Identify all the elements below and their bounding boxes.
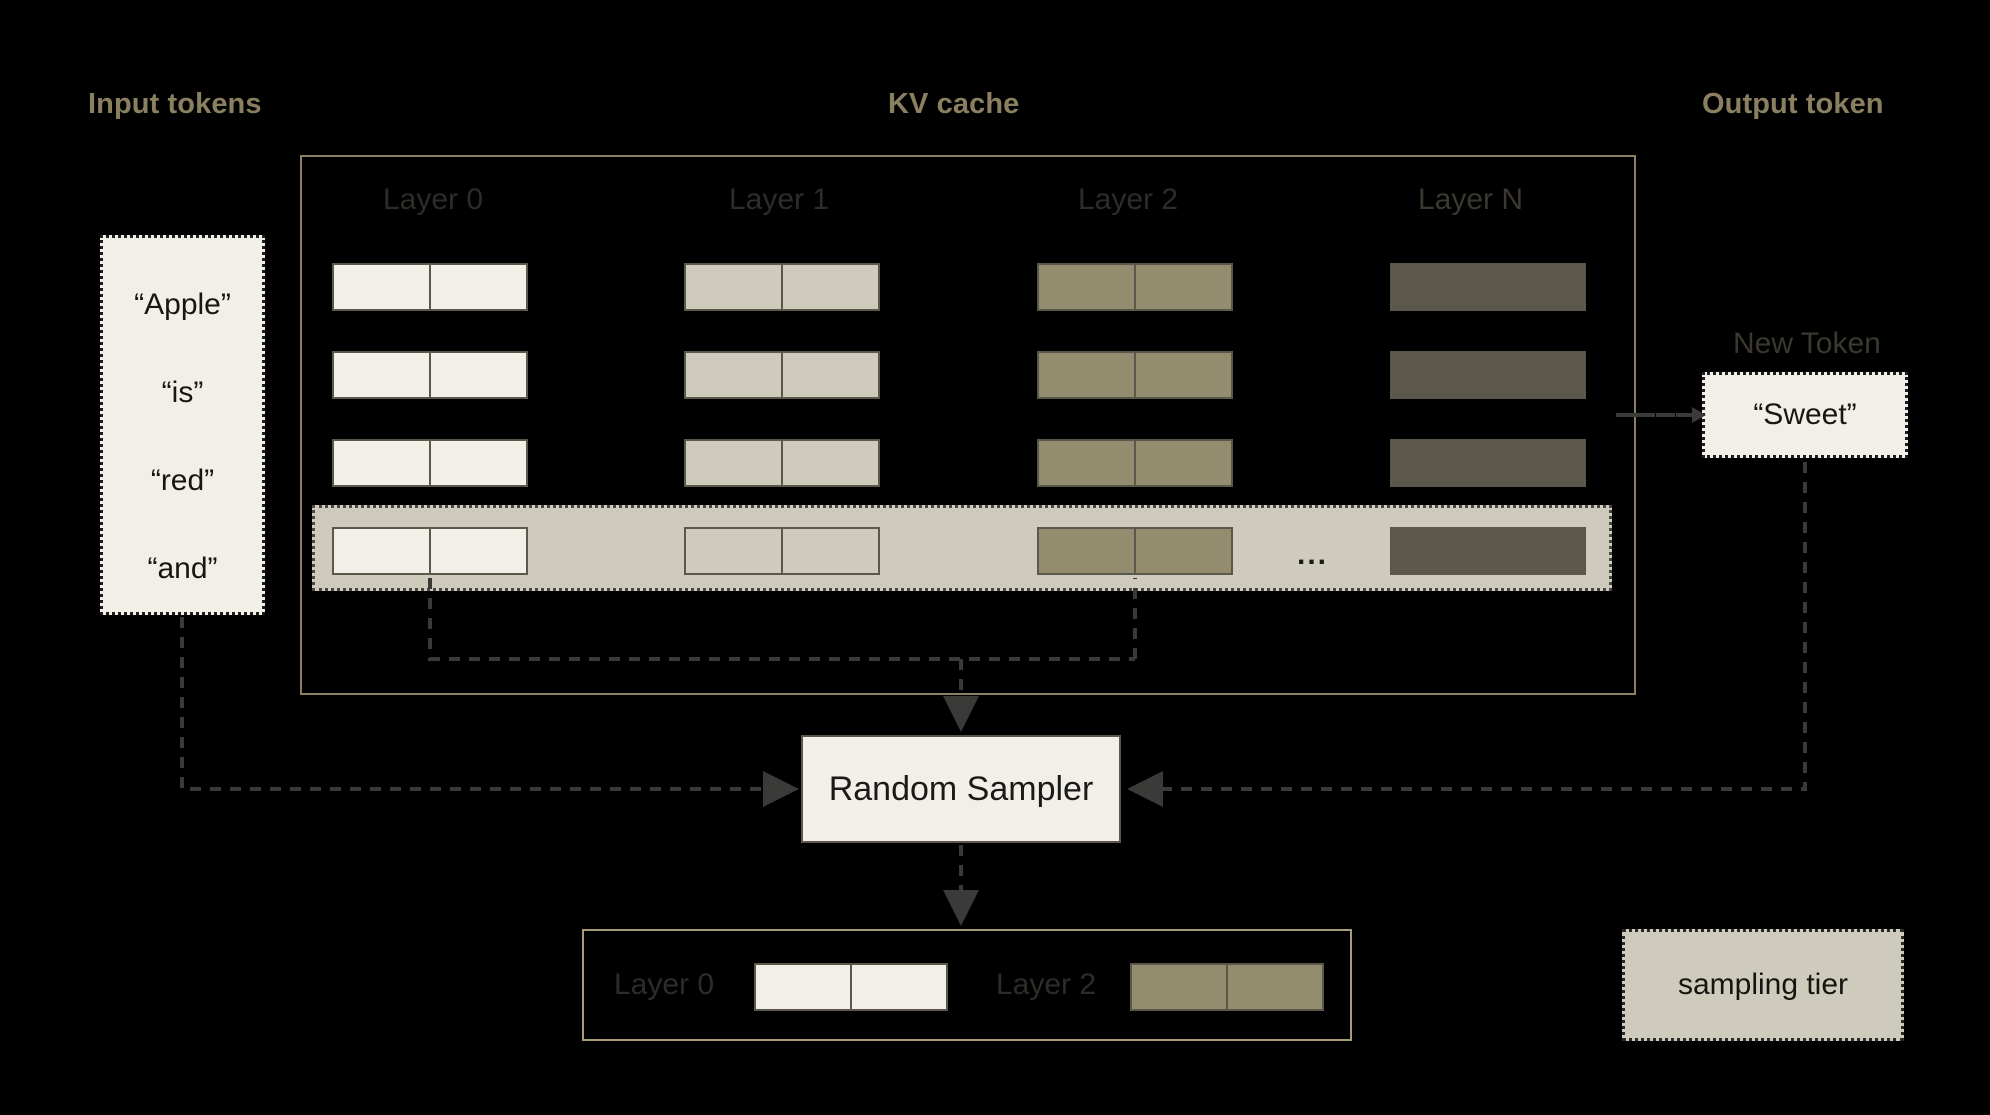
new-token-value: “Sweet” xyxy=(1753,398,1857,431)
kv-cell-ln-r1[interactable] xyxy=(1390,351,1586,399)
input-token-3: “and” xyxy=(147,552,218,585)
kv-layer-label-0: Layer 0 xyxy=(383,183,484,216)
kv-cell-l2-r1[interactable] xyxy=(1037,351,1233,399)
kv-layer-label-1: Layer 1 xyxy=(729,183,830,216)
kv-cell-l2-r3[interactable] xyxy=(1037,527,1233,575)
selected-tier-cell-0[interactable] xyxy=(754,963,948,1011)
kv-cell-ln-r2[interactable] xyxy=(1390,439,1586,487)
input-tokens-box[interactable]: “Apple” “is” “red” “and” xyxy=(100,235,265,615)
kv-cell-ln-r3[interactable] xyxy=(1390,527,1586,575)
kv-cell-l2-r0[interactable] xyxy=(1037,263,1233,311)
kv-cache-frame xyxy=(300,155,1636,695)
kv-cell-l0-r3[interactable] xyxy=(332,527,528,575)
new-token-box[interactable]: “Sweet” xyxy=(1702,372,1908,458)
kv-cell-l0-r1[interactable] xyxy=(332,351,528,399)
kv-cell-l0-r0[interactable] xyxy=(332,263,528,311)
legend-label: sampling tier xyxy=(1677,968,1849,1001)
header-kv-cache: KV cache xyxy=(888,88,1020,120)
selected-tier-label-0: Layer 0 xyxy=(614,968,715,1001)
random-sampler-label: Random Sampler xyxy=(828,769,1094,808)
header-input-tokens: Input tokens xyxy=(88,88,262,120)
input-token-0: “Apple” xyxy=(134,288,231,321)
kv-ellipsis: ... xyxy=(1297,538,1329,571)
kv-cell-l1-r2[interactable] xyxy=(684,439,880,487)
kv-cell-l2-r2[interactable] xyxy=(1037,439,1233,487)
kv-cell-l1-r0[interactable] xyxy=(684,263,880,311)
kv-cell-l1-r1[interactable] xyxy=(684,351,880,399)
random-sampler-box[interactable]: Random Sampler xyxy=(801,735,1121,843)
header-output-token: Output token xyxy=(1702,88,1884,120)
input-token-1: “is” xyxy=(161,376,204,409)
selected-tier-label-1: Layer 2 xyxy=(996,968,1097,1001)
input-token-2: “red” xyxy=(150,464,215,497)
kv-cell-ln-r0[interactable] xyxy=(1390,263,1586,311)
legend-sampling-tier: sampling tier xyxy=(1622,929,1904,1041)
kv-layer-label-2: Layer 2 xyxy=(1078,183,1179,216)
kv-layer-label-3: Layer N xyxy=(1418,183,1524,216)
kv-cell-l1-r3[interactable] xyxy=(684,527,880,575)
kv-cell-l0-r2[interactable] xyxy=(332,439,528,487)
selected-tier-cell-1[interactable] xyxy=(1130,963,1324,1011)
new-token-label: New Token xyxy=(1733,327,1881,360)
